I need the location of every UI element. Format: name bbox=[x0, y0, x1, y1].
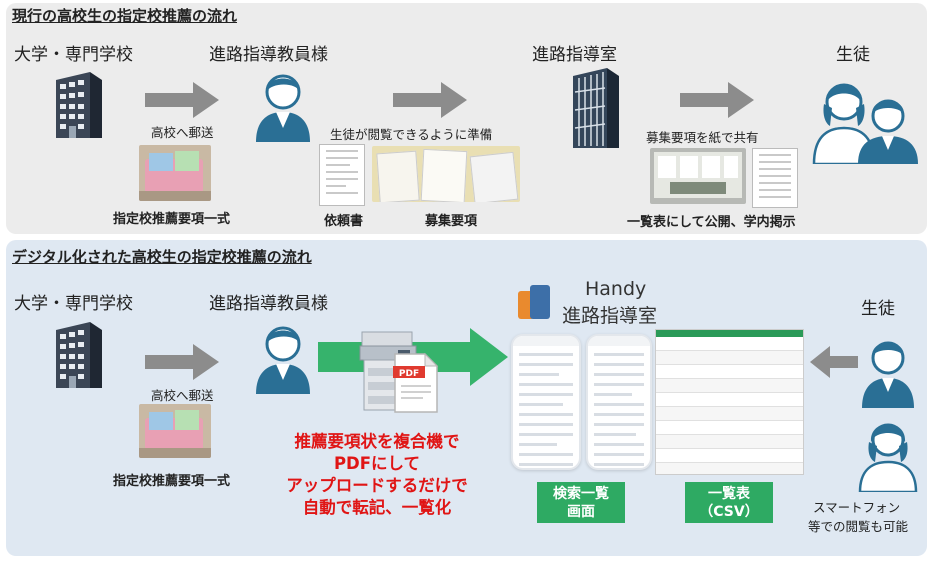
arrow-right-icon bbox=[393, 82, 467, 118]
phone-note-line-2: 等での閲覧も可能 bbox=[808, 519, 909, 534]
csv-list-sheet bbox=[655, 329, 804, 475]
publish-label: 一覧表にして公開、学内掲示 bbox=[627, 215, 796, 230]
search-list-line-1: 検索一覧 bbox=[553, 486, 609, 502]
mailed-documents-photo bbox=[139, 404, 211, 458]
request-document-image bbox=[319, 144, 365, 206]
university-building-icon bbox=[56, 322, 102, 388]
prepare-label: 生徒が閲覧できるように準備 bbox=[330, 127, 493, 142]
top-teacher-label: 進路指導教員様 bbox=[209, 45, 328, 65]
bottom-student-label: 生徒 bbox=[861, 299, 895, 319]
top-docs-caption: 指定校推薦要項一式 bbox=[113, 212, 231, 227]
bottom-mail-label: 高校へ郵送 bbox=[151, 388, 214, 403]
phone-screen-search bbox=[511, 334, 581, 470]
current-flow-title: 現行の高校生の指定校推薦の流れ bbox=[12, 7, 238, 25]
student-boy-icon bbox=[862, 341, 914, 408]
student-girl-icon bbox=[858, 423, 918, 492]
phone-screen-document bbox=[586, 334, 652, 470]
handy-logo-icon bbox=[518, 285, 550, 319]
bookshelf-icon bbox=[573, 68, 619, 148]
bottom-teacher-label: 進路指導教員様 bbox=[209, 294, 328, 314]
list-sheet-image bbox=[752, 148, 798, 208]
red-line-1: 推薦要項状を複合機で bbox=[294, 432, 460, 451]
phone-note-line-1: スマートフォン bbox=[813, 500, 901, 515]
arrow-left-icon bbox=[810, 346, 858, 378]
search-list-box: 検索一覧 画面 bbox=[537, 482, 625, 523]
handy-name: Handy bbox=[585, 278, 647, 300]
digital-flow-title: デジタル化された高校生の指定校推薦の流れ bbox=[12, 248, 312, 266]
arrow-right-icon bbox=[145, 344, 219, 380]
teacher-person-icon bbox=[256, 326, 310, 394]
bulletin-board-photo bbox=[650, 148, 746, 204]
university-building-icon bbox=[56, 72, 102, 138]
top-mail-label: 高校へ郵送 bbox=[151, 125, 214, 140]
csv-list-line-2: （CSV） bbox=[699, 504, 759, 520]
csv-list-line-1: 一覧表 bbox=[708, 486, 750, 502]
red-description: 推薦要項状を複合機で PDFにして アップロードするだけで 自動で転記、一覧化 bbox=[262, 431, 492, 519]
bottom-university-label: 大学・専門学校 bbox=[14, 294, 133, 314]
bottom-docs-caption: 指定校推薦要項一式 bbox=[113, 474, 231, 489]
pdf-document-icon: PDF bbox=[393, 352, 439, 413]
red-line-4: 自動で転記、一覧化 bbox=[302, 498, 452, 517]
top-room-label: 進路指導室 bbox=[532, 45, 617, 65]
handy-subtitle: 進路指導室 bbox=[562, 305, 658, 327]
mailed-documents-photo bbox=[139, 145, 211, 201]
recruit-documents-photo bbox=[372, 146, 520, 202]
arrow-right-icon bbox=[680, 82, 754, 118]
top-university-label: 大学・専門学校 bbox=[14, 45, 133, 65]
pdf-label: PDF bbox=[399, 369, 419, 379]
share-label: 募集要項を紙で共有 bbox=[646, 130, 759, 145]
search-list-line-2: 画面 bbox=[567, 504, 595, 520]
teacher-person-icon bbox=[256, 74, 310, 142]
students-icon bbox=[812, 83, 918, 164]
top-student-label: 生徒 bbox=[836, 45, 870, 65]
arrow-right-icon bbox=[145, 82, 219, 118]
red-line-3: アップロードするだけで bbox=[286, 476, 468, 495]
request-document-label: 依頼書 bbox=[324, 214, 364, 229]
recruit-document-label: 募集要項 bbox=[425, 214, 478, 229]
csv-list-box: 一覧表 （CSV） bbox=[685, 482, 773, 523]
red-line-2: PDFにして bbox=[333, 454, 421, 473]
